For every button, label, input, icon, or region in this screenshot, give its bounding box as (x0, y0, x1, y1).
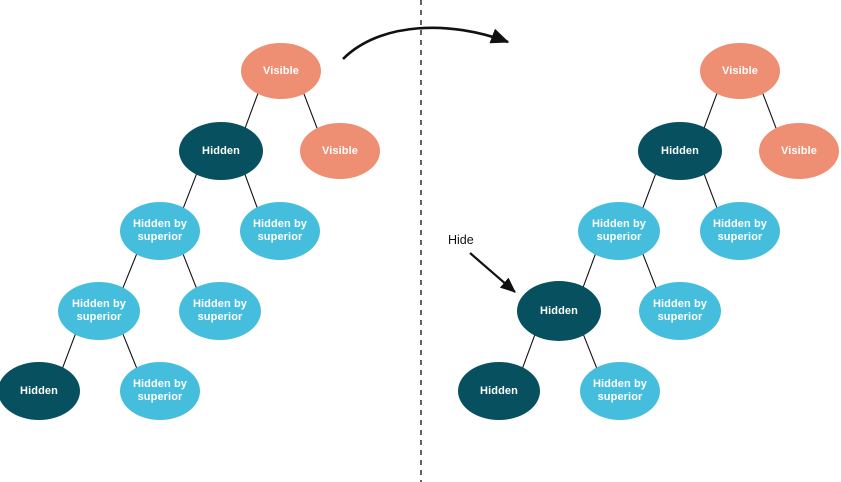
tree-node-visible[interactable]: Visible (759, 123, 839, 179)
tree-edge (521, 333, 536, 370)
hide-annotation-label: Hide (448, 233, 474, 247)
tree-node-hidden-by-superior[interactable]: Hidden by superior (639, 282, 721, 340)
tree-node-label: Hidden (661, 144, 699, 157)
tree-edge (641, 172, 657, 210)
tree-edge (641, 252, 658, 290)
tree-node-label: Hidden by superior (712, 218, 768, 243)
tree-node-label: Hidden by superior (652, 298, 708, 323)
tree-node-label: Hidden by superior (132, 378, 188, 403)
tree-node-hidden-by-superior[interactable]: Hidden by superior (120, 362, 200, 420)
tree-edge (703, 172, 718, 210)
tree-node-visible[interactable]: Visible (241, 43, 321, 99)
tree-node-label: Visible (722, 64, 758, 77)
tree-node-label: Hidden (480, 384, 518, 397)
tree-edge (244, 91, 259, 130)
tree-node-hidden-by-superior[interactable]: Hidden by superior (179, 282, 261, 340)
tree-node-hidden-by-superior[interactable]: Hidden by superior (120, 202, 200, 260)
tree-node-label: Visible (781, 144, 817, 157)
curved-transition-arrow (342, 26, 510, 60)
left-tree-edges (61, 91, 319, 370)
tree-edge (182, 252, 198, 290)
tree-node-label: Visible (322, 144, 358, 157)
tree-node-hidden[interactable]: Hidden (517, 281, 601, 341)
tree-edge (121, 332, 138, 370)
tree-edge (121, 252, 138, 290)
tree-node-hidden[interactable]: Hidden (458, 362, 540, 420)
tree-node-label: Hidden by superior (132, 218, 188, 243)
tree-node-label: Visible (263, 64, 299, 77)
hide-arrow (469, 252, 516, 293)
tree-node-label: Hidden by superior (591, 218, 647, 243)
tree-node-label: Hidden by superior (71, 298, 127, 323)
tree-edge (761, 91, 778, 131)
tree-node-hidden-by-superior[interactable]: Hidden by superior (240, 202, 320, 260)
tree-node-hidden[interactable]: Hidden (638, 122, 722, 180)
tree-edge (61, 332, 77, 370)
tree-node-label: Hidden (20, 384, 58, 397)
tree-node-hidden[interactable]: Hidden (179, 122, 263, 180)
tree-edge (302, 91, 319, 131)
tree-node-visible[interactable]: Visible (700, 43, 780, 99)
tree-edge (182, 172, 198, 210)
tree-node-label: Hidden (202, 144, 240, 157)
tree-node-hidden[interactable]: Hidden (0, 362, 80, 420)
tree-node-visible[interactable]: Visible (300, 123, 380, 179)
tree-edge (582, 252, 597, 289)
tree-node-hidden-by-superior[interactable]: Hidden by superior (580, 362, 660, 420)
tree-edge (703, 91, 718, 130)
tree-node-hidden-by-superior[interactable]: Hidden by superior (700, 202, 780, 260)
tree-node-hidden-by-superior[interactable]: Hidden by superior (58, 282, 140, 340)
tree-node-label: Hidden by superior (192, 298, 248, 323)
tree-edge (582, 333, 598, 370)
tree-node-label: Hidden (540, 304, 578, 317)
right-tree-edges (521, 91, 778, 370)
tree-edge (243, 172, 259, 210)
tree-node-hidden-by-superior[interactable]: Hidden by superior (578, 202, 660, 260)
tree-node-label: Hidden by superior (592, 378, 648, 403)
tree-node-label: Hidden by superior (252, 218, 308, 243)
